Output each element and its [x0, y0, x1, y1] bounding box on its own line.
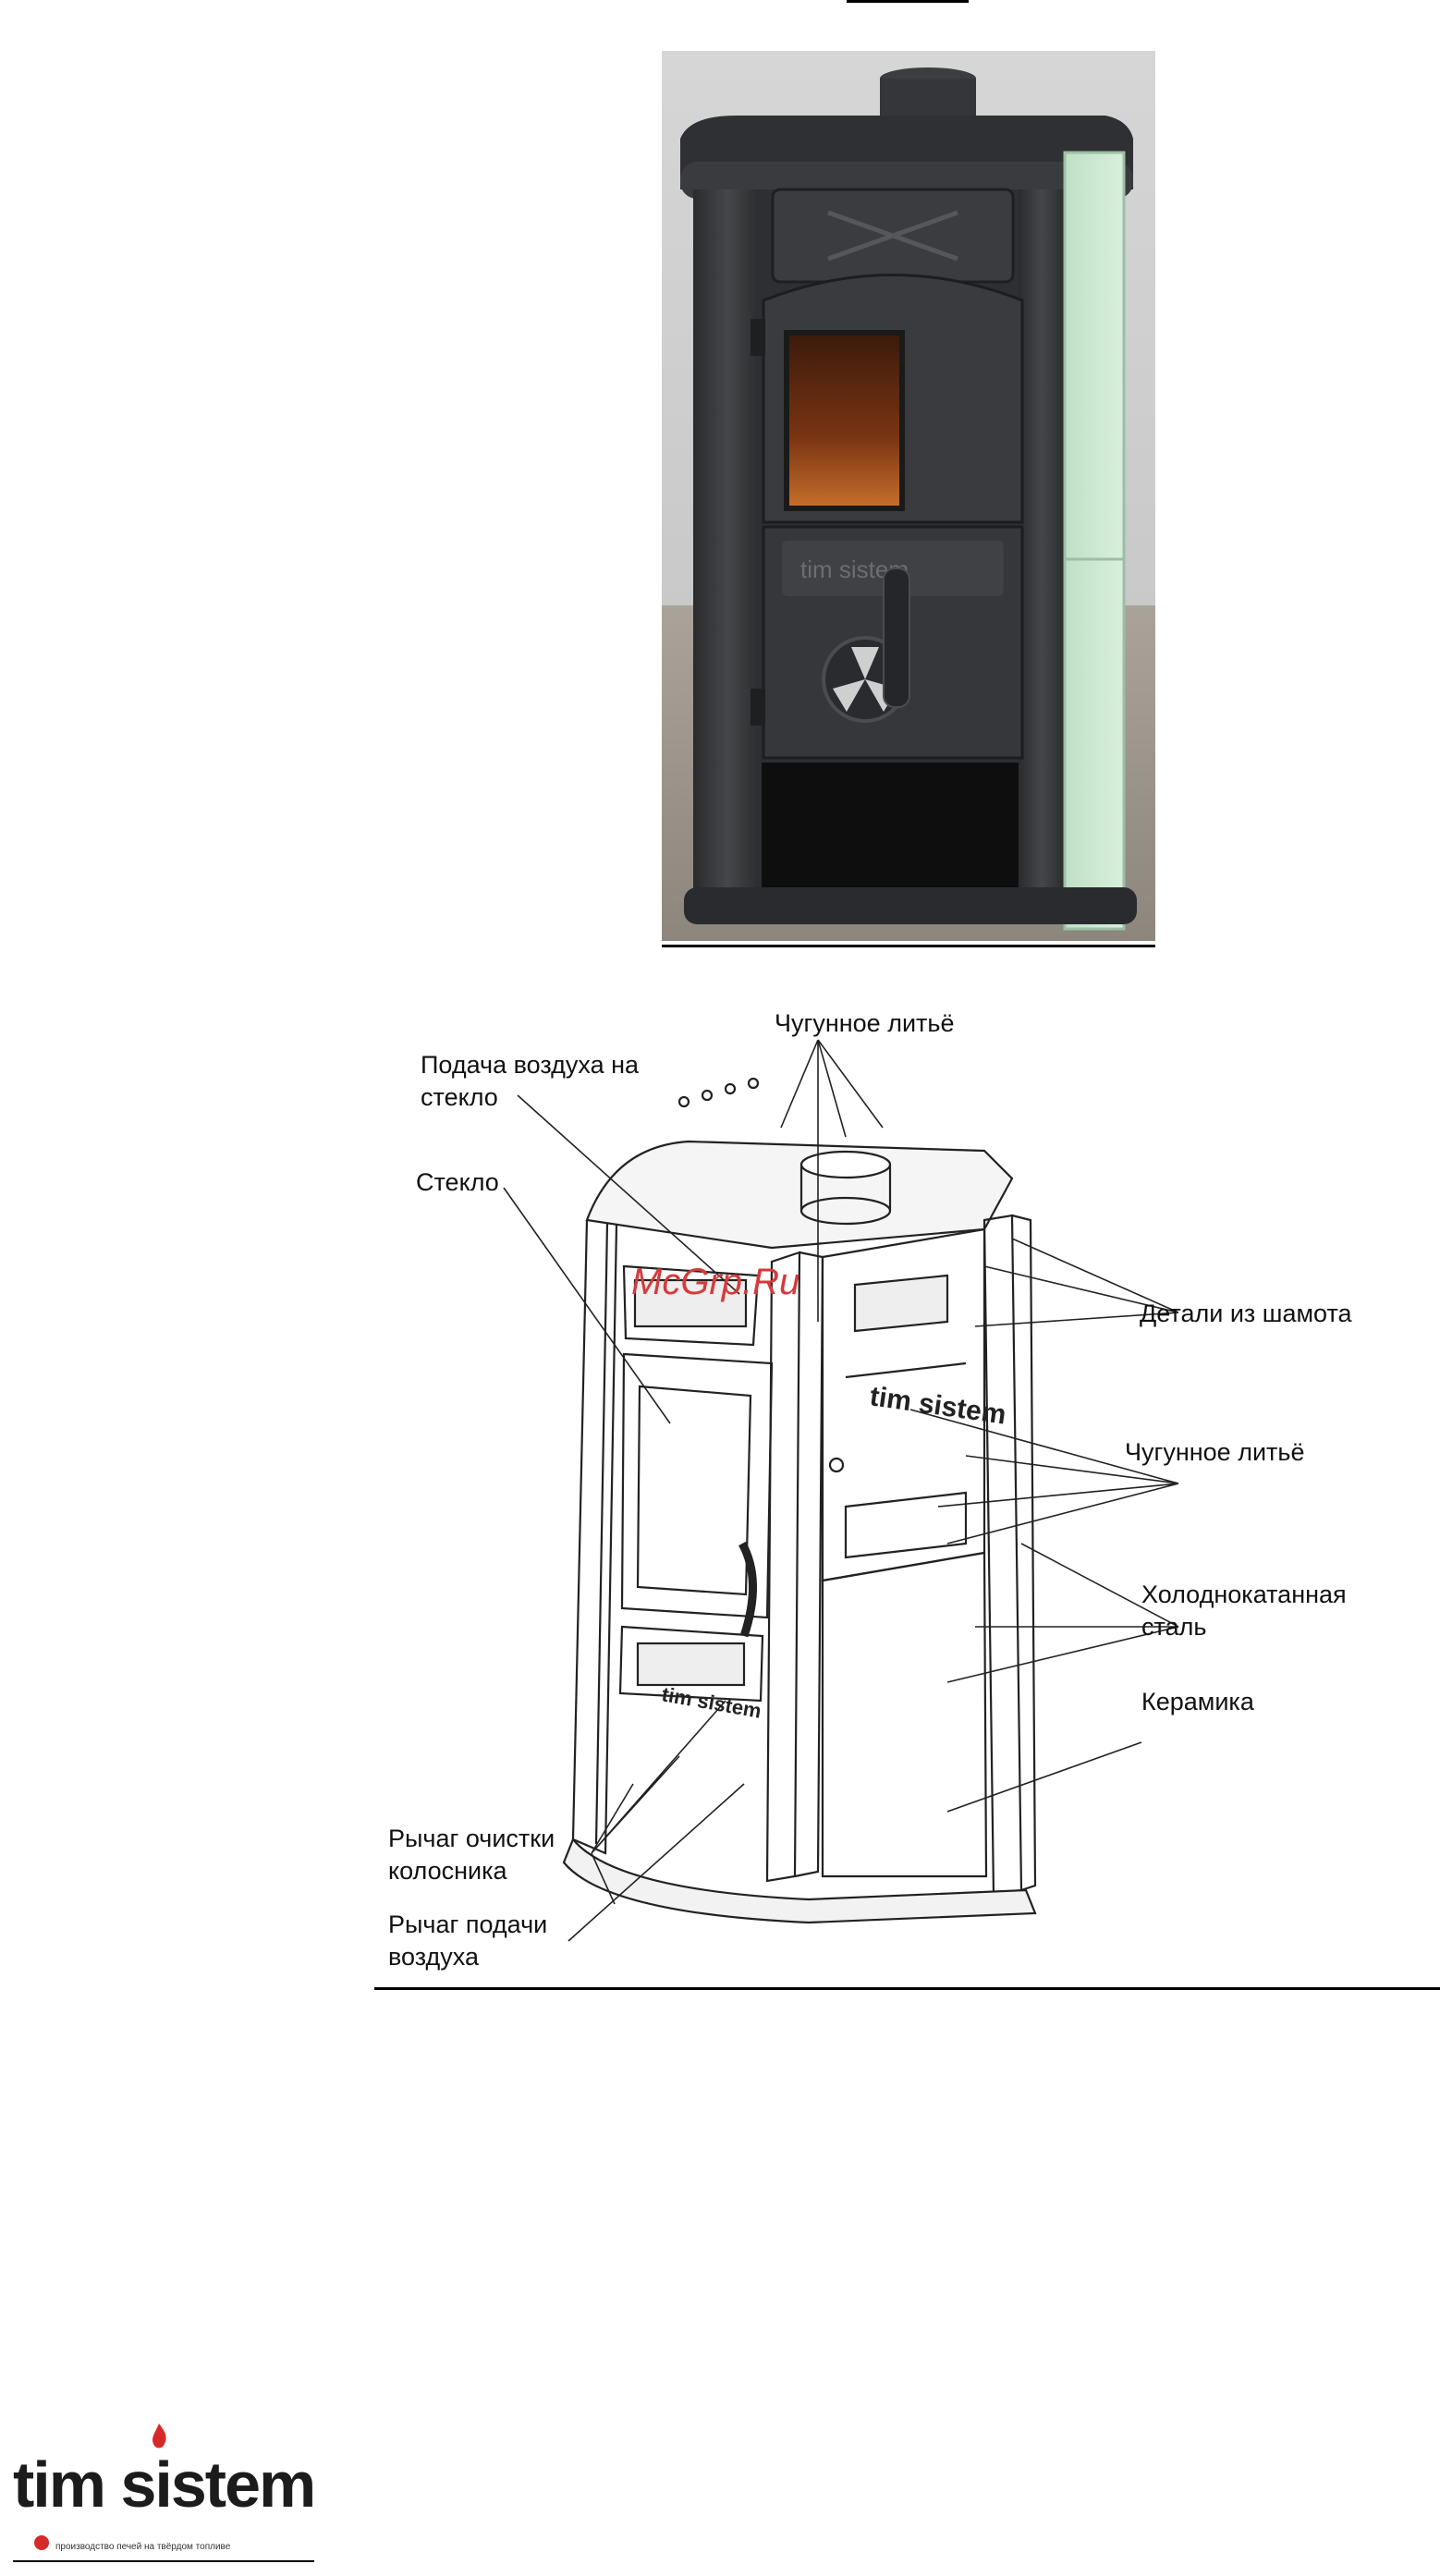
diagram-rule — [374, 1987, 1440, 1990]
logo-rule — [13, 2560, 314, 2562]
company-logo: tim sistem производство печей на твёрдом… — [13, 2422, 318, 2574]
label-air-lever: Рычаг подачи воздуха — [388, 1909, 547, 1973]
label-cast-top: Чугунное литьё — [775, 1007, 954, 1040]
label-air-glass: Подача воздуха на стекло — [421, 1049, 639, 1114]
logo-tagline: производство печей на твёрдом топливе — [55, 2542, 230, 2552]
stove-photo: tim sistem — [662, 51, 1155, 941]
stove-diagram: tim sistem tim sistem Чугунное литьё Под… — [374, 989, 1440, 1992]
photo-rule — [662, 945, 1155, 947]
watermark: McGrp.Ru — [631, 1262, 799, 1303]
label-chamotte: Детали из шамота — [1140, 1298, 1352, 1330]
logo-name: tim sistem — [13, 2448, 314, 2521]
label-cast-mid: Чугунное литьё — [1125, 1436, 1304, 1469]
top-rule — [847, 0, 969, 3]
label-steel: Холоднокатанная сталь — [1141, 1579, 1347, 1643]
label-glass: Стекло — [416, 1166, 499, 1199]
label-grate-lever: Рычаг очистки колосника — [388, 1823, 555, 1887]
label-ceramic: Керамика — [1141, 1686, 1254, 1718]
logo-dot-icon — [31, 2533, 52, 2553]
